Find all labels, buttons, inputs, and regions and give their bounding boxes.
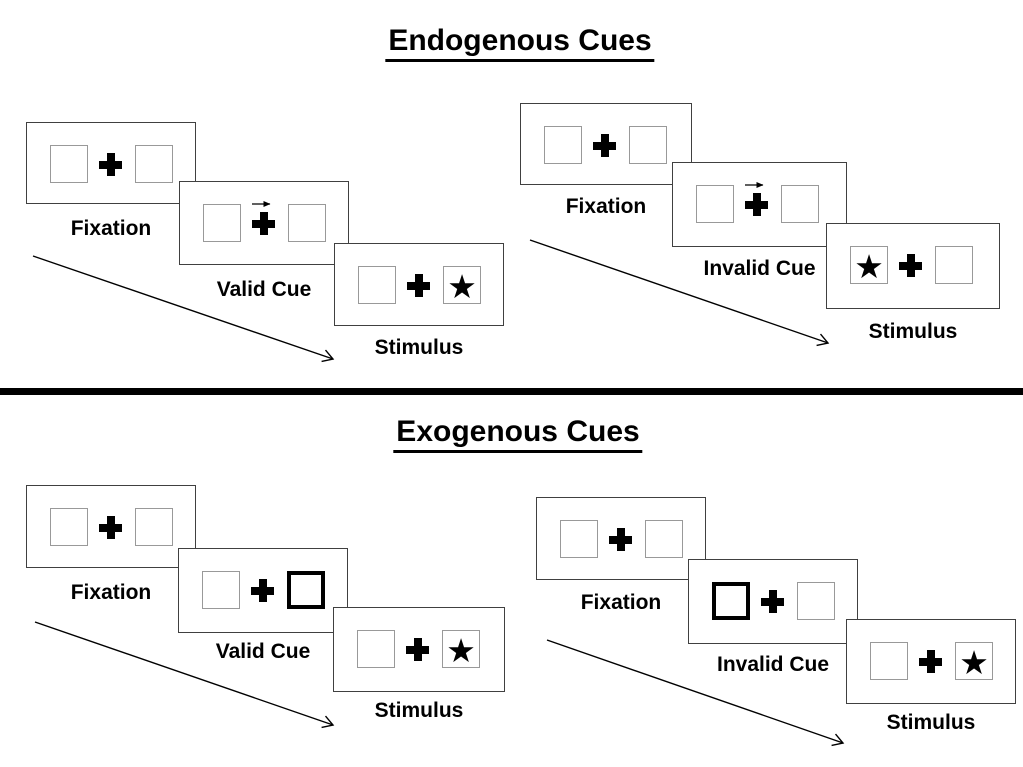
left-box: [203, 204, 241, 242]
fixation-cross-icon: [407, 274, 430, 297]
left-box: [50, 508, 88, 546]
left-box: [870, 642, 908, 680]
panel-label: Stimulus: [868, 320, 958, 343]
section-divider: [0, 388, 1023, 395]
right-box: [288, 204, 326, 242]
right-box: ★: [955, 642, 993, 680]
cue-arrow-icon: [745, 182, 764, 188]
cue-panel: Valid Cue: [178, 548, 348, 663]
timeline-arrow: [546, 639, 845, 747]
panel-label: Fixation: [580, 591, 662, 614]
fixation-cross-icon: [745, 193, 768, 216]
panel-label: Stimulus: [886, 711, 976, 734]
cue-panel: Invalid Cue: [672, 162, 847, 280]
fixation-cross-icon: [251, 579, 274, 602]
fixation-cross-icon: [919, 650, 942, 673]
stimulus-panel: ★ Stimulus: [826, 223, 1000, 343]
stimulus-panel: ★ Stimulus: [846, 619, 1016, 734]
fixation-panel: Fixation: [536, 497, 706, 614]
right-box: [781, 185, 819, 223]
timeline-arrow: [529, 239, 830, 347]
left-box: [544, 126, 582, 164]
fixation-cross-icon: [593, 134, 616, 157]
panel-label: Fixation: [565, 195, 647, 218]
right-box: [645, 520, 683, 558]
left-box: [712, 582, 750, 620]
timeline-arrow: [34, 621, 335, 729]
right-box: [135, 145, 173, 183]
cue-panel: Invalid Cue: [688, 559, 858, 676]
right-box: [135, 508, 173, 546]
timeline-arrow: [32, 255, 335, 363]
cue-panel: Valid Cue: [179, 181, 349, 301]
fixation-cross-icon: [99, 516, 122, 539]
right-box: [935, 246, 973, 284]
left-box: ★: [850, 246, 888, 284]
fixation-cross-icon: [406, 638, 429, 661]
fixation-panel: Fixation: [26, 122, 196, 240]
cue-arrow-icon: [252, 201, 271, 207]
right-box: [287, 571, 325, 609]
panel-label: Stimulus: [374, 699, 464, 722]
panel-label: Valid Cue: [216, 278, 312, 301]
left-box: [50, 145, 88, 183]
right-box: ★: [442, 630, 480, 668]
fixation-cross-icon: [761, 590, 784, 613]
left-box: [357, 630, 395, 668]
fixation-cross-icon: [609, 528, 632, 551]
panel-label: Valid Cue: [215, 640, 311, 663]
right-box: [797, 582, 835, 620]
left-box: [560, 520, 598, 558]
fixation-cross-icon: [899, 254, 922, 277]
left-box: [358, 266, 396, 304]
panel-label: Invalid Cue: [716, 653, 830, 676]
section-title-endogenous: Endogenous Cues: [385, 24, 655, 62]
panel-label: Invalid Cue: [703, 257, 816, 280]
fixation-panel: Fixation: [26, 485, 196, 604]
left-box: [696, 185, 734, 223]
panel-label: Fixation: [70, 217, 152, 240]
fixation-panel: Fixation: [520, 103, 692, 218]
right-box: [629, 126, 667, 164]
section-title-exogenous: Exogenous Cues: [393, 415, 643, 453]
fixation-cross-icon: [252, 212, 275, 235]
right-box: ★: [443, 266, 481, 304]
panel-label: Stimulus: [374, 336, 464, 359]
stimulus-panel: ★ Stimulus: [334, 243, 504, 359]
left-box: [202, 571, 240, 609]
panel-label: Fixation: [70, 581, 152, 604]
stimulus-panel: ★ Stimulus: [333, 607, 505, 722]
fixation-cross-icon: [99, 153, 122, 176]
